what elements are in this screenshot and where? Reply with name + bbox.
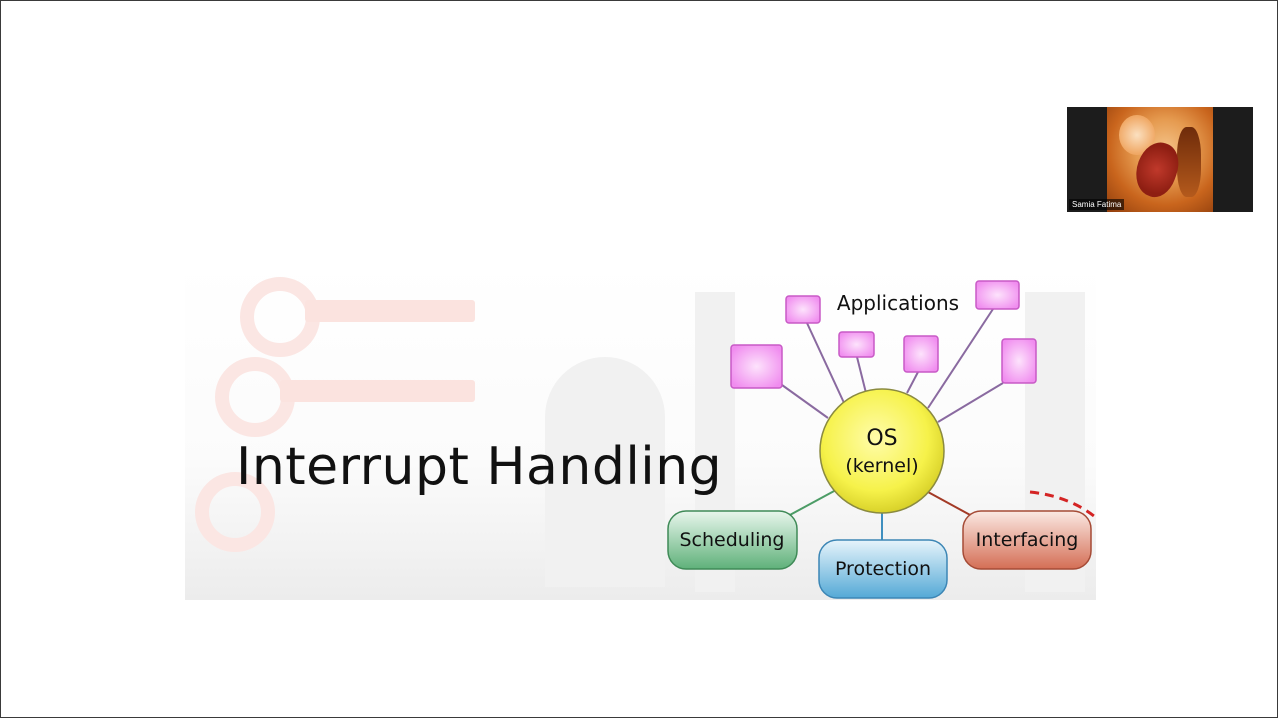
watermark-pillar-2 [1025, 292, 1085, 592]
slide-banner [185, 262, 1096, 600]
participant-video-tile[interactable]: Samia Fatima [1067, 107, 1253, 212]
participant-name-label: Samia Fatima [1069, 199, 1125, 210]
watermark-bar-middle [280, 380, 475, 402]
watermark-ring-middle [215, 357, 295, 437]
watermark-bar-top [305, 300, 475, 322]
participant-video-image [1107, 107, 1213, 212]
watermark-ring-top [240, 277, 320, 357]
slide-title: Interrupt Handling [236, 437, 723, 497]
